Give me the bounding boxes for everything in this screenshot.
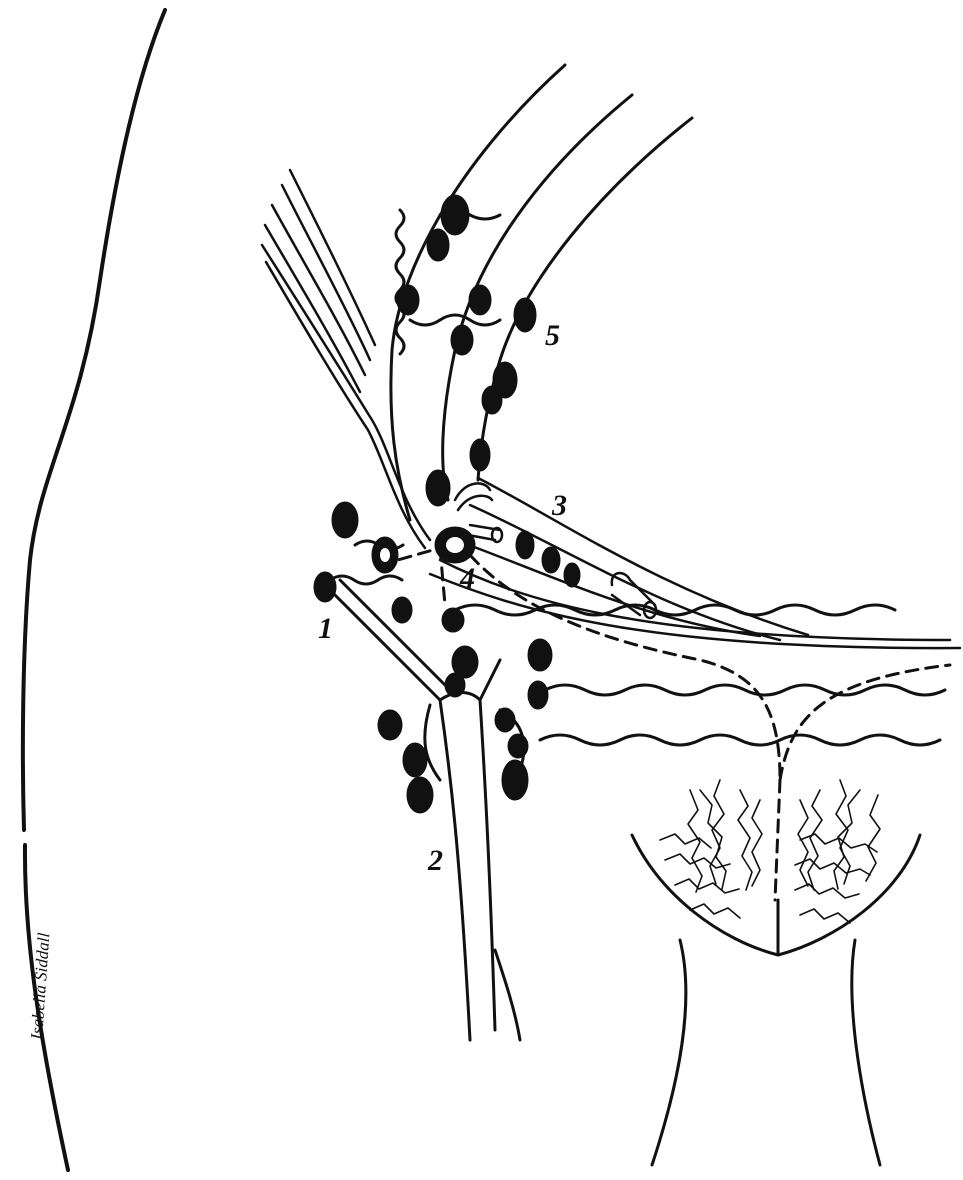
lymph-node bbox=[445, 673, 465, 697]
lymph-node bbox=[442, 608, 464, 632]
lymph-node bbox=[516, 531, 534, 559]
label-2: 2 bbox=[427, 844, 443, 877]
lymph-node bbox=[528, 681, 548, 709]
body-outline bbox=[23, 10, 165, 830]
lymph-node bbox=[528, 639, 552, 671]
lymph-nodes bbox=[314, 195, 580, 813]
lymph-node-core bbox=[380, 548, 390, 562]
lymph-node bbox=[470, 439, 490, 471]
lymph-node bbox=[332, 502, 358, 538]
lymph-node bbox=[403, 743, 427, 777]
lymph-node bbox=[378, 710, 402, 740]
lymph-node bbox=[427, 229, 449, 261]
lymph-node bbox=[392, 597, 412, 623]
lymph-node bbox=[514, 298, 536, 332]
lymph-node bbox=[407, 777, 433, 813]
label-4: 4 bbox=[459, 562, 475, 595]
lymph-node bbox=[495, 708, 515, 732]
lymph-node bbox=[441, 195, 469, 235]
lymph-node bbox=[469, 285, 491, 315]
wavy-lymph-lines bbox=[330, 210, 945, 745]
label-3: 3 bbox=[551, 489, 567, 522]
lobule-branches bbox=[660, 780, 880, 923]
muscle-bundle bbox=[262, 170, 430, 548]
horizontal-band bbox=[430, 478, 960, 648]
label-5: 5 bbox=[545, 319, 560, 352]
label-1: 1 bbox=[318, 612, 333, 645]
lymph-node-core bbox=[446, 537, 464, 553]
lymph-node bbox=[426, 470, 450, 506]
lymph-node bbox=[508, 734, 528, 758]
main-vessel bbox=[391, 65, 692, 520]
lymph-node bbox=[314, 572, 336, 602]
lymph-node bbox=[482, 386, 502, 414]
lymph-node bbox=[502, 760, 528, 800]
lymph-node bbox=[397, 285, 419, 315]
lymph-node bbox=[451, 325, 473, 355]
lymph-node bbox=[564, 563, 580, 587]
lymph-node bbox=[542, 547, 560, 573]
